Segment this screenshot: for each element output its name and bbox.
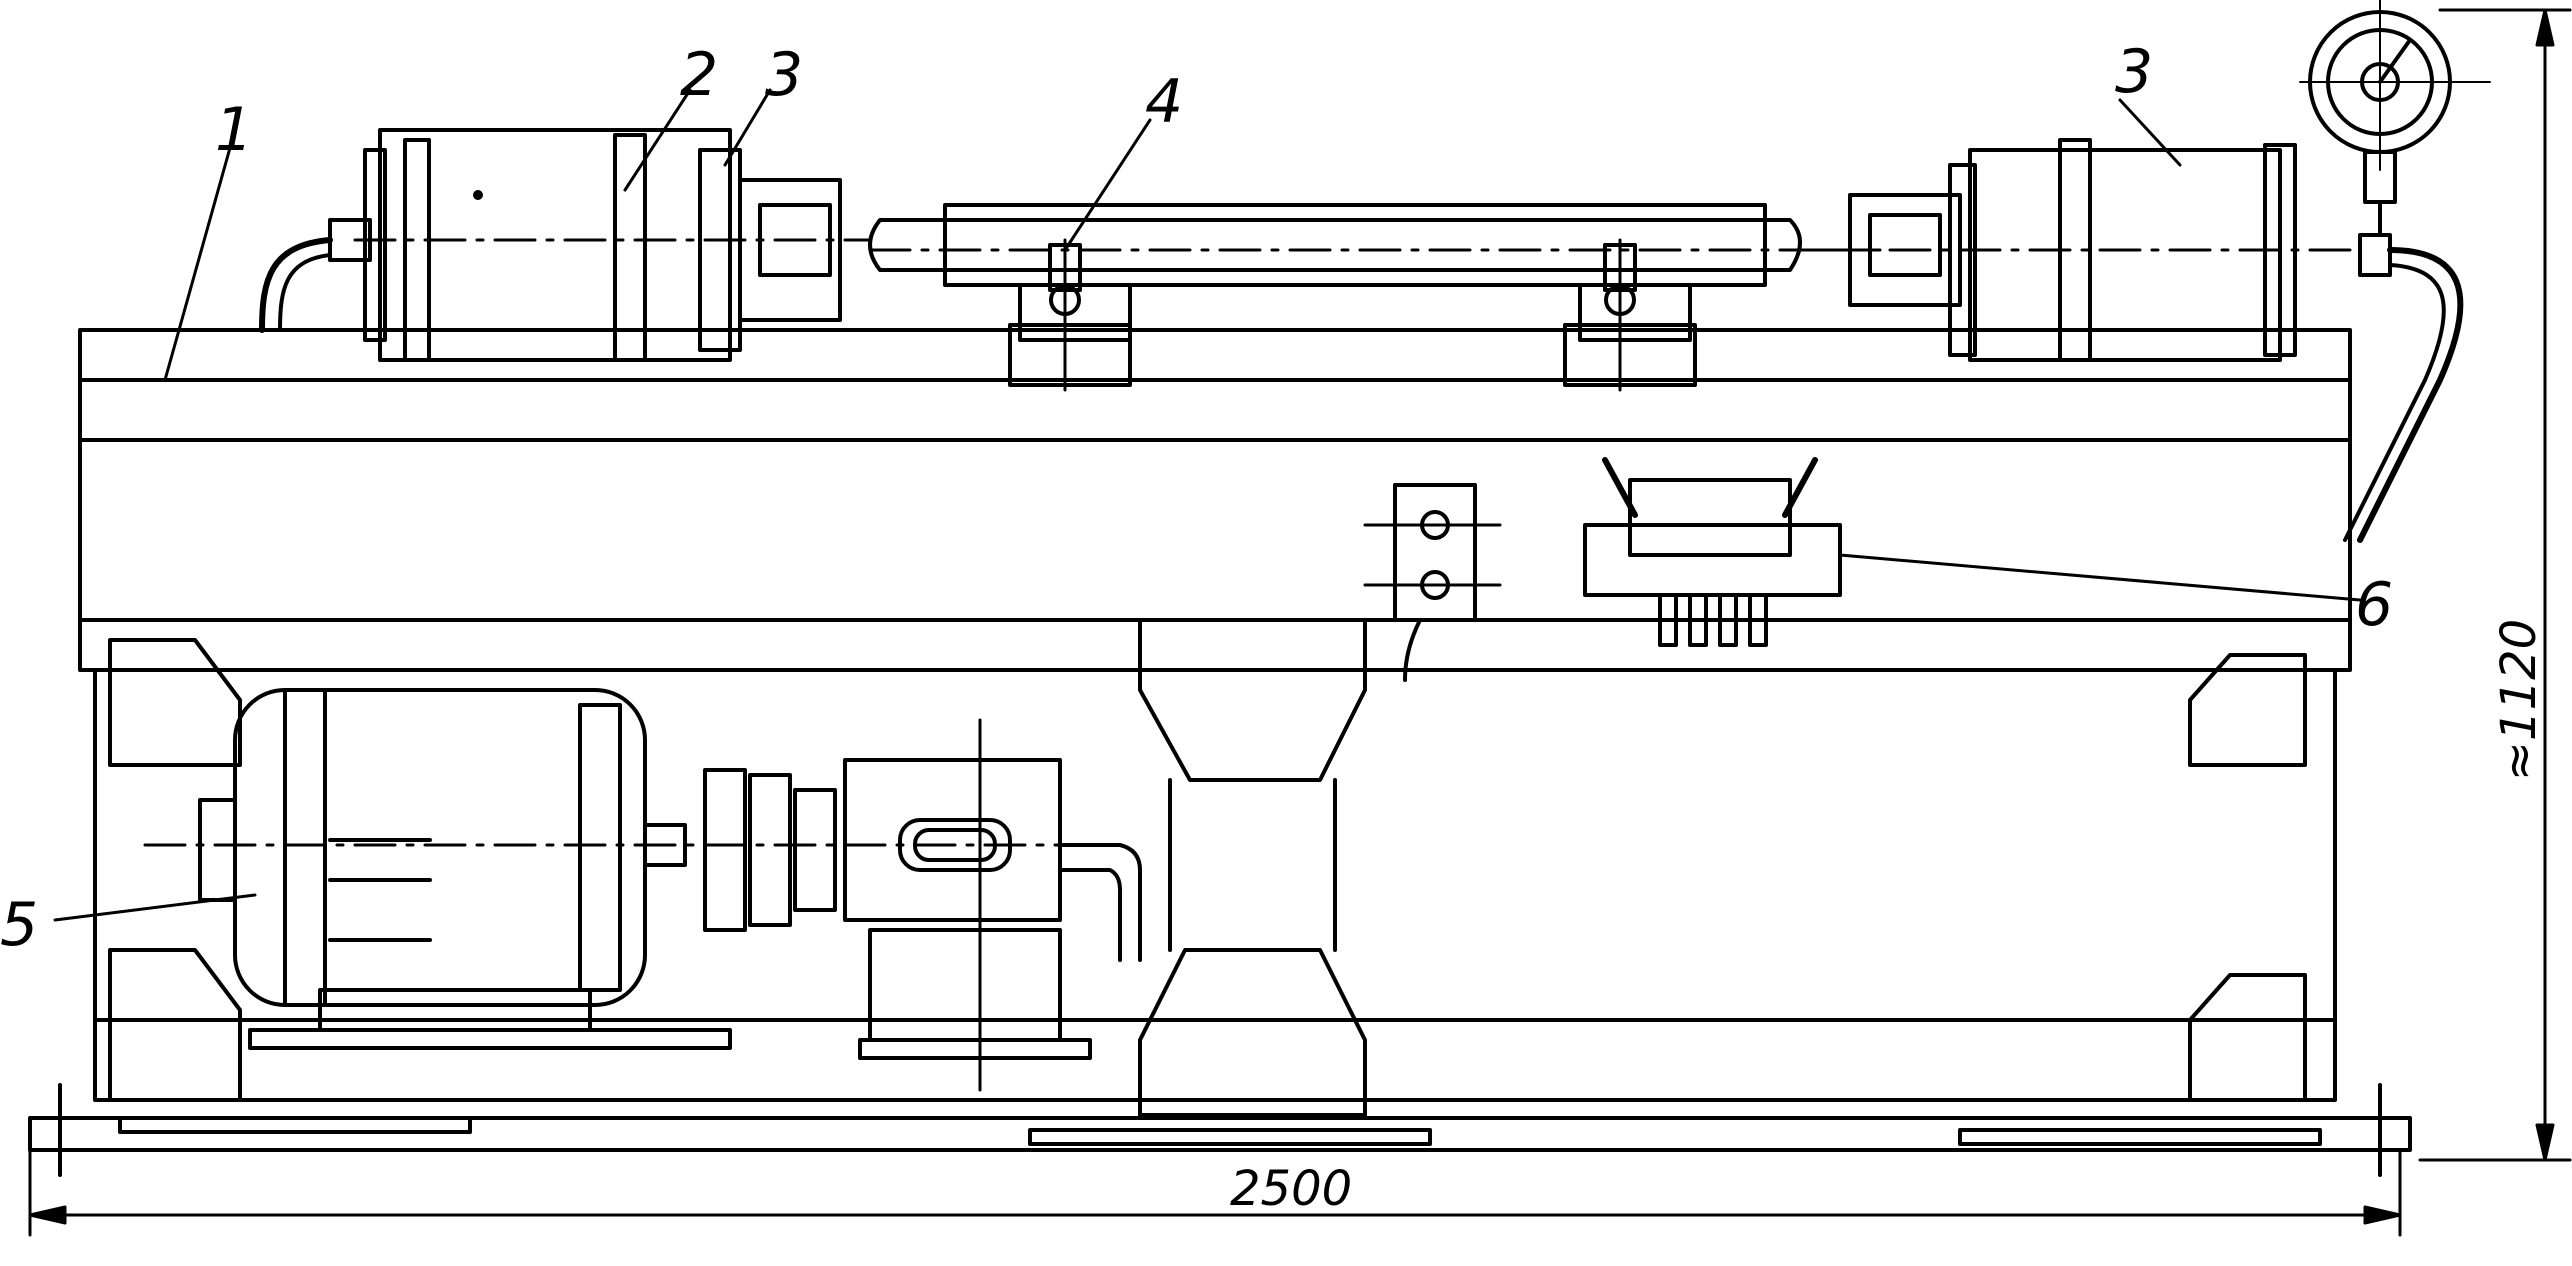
shaft-support-right — [1563, 238, 1697, 392]
central-column — [1138, 618, 1367, 1117]
coupling — [643, 768, 837, 932]
callout-3-left: 3 — [765, 40, 803, 110]
lower-frame — [93, 638, 2337, 1102]
shaft-support-left — [1008, 238, 1132, 392]
dimension-width — [28, 1148, 2402, 1237]
callout-1: 1 — [215, 95, 253, 165]
dimension-height — [2418, 8, 2572, 1162]
callout-4: 4 — [1145, 67, 1183, 137]
callout-labels: 1 2 3 4 3 5 6 2500 ≈1120 — [0, 37, 2547, 1217]
test-shaft — [868, 203, 1882, 287]
callout-leaders — [53, 88, 2362, 922]
callout-3-right: 3 — [2115, 37, 2153, 107]
electric-motor — [143, 688, 1122, 1050]
left-cylinder — [353, 128, 872, 362]
base-plate — [28, 1083, 2412, 1177]
switch-box — [1363, 483, 1502, 682]
dimension-height-label: ≈1120 — [2491, 619, 2547, 781]
callout-2: 2 — [680, 40, 718, 110]
valve-block — [1583, 457, 1842, 647]
dimension-width-label: 2500 — [1230, 1161, 1352, 1217]
left-hose — [259, 218, 372, 333]
gearbox — [843, 718, 1142, 1092]
right-cylinder — [1818, 138, 2362, 362]
callout-6: 6 — [2355, 570, 2393, 640]
callout-5: 5 — [0, 890, 38, 960]
pressure-gauge-icon — [2299, 0, 2491, 237]
right-hose — [2343, 233, 2464, 543]
